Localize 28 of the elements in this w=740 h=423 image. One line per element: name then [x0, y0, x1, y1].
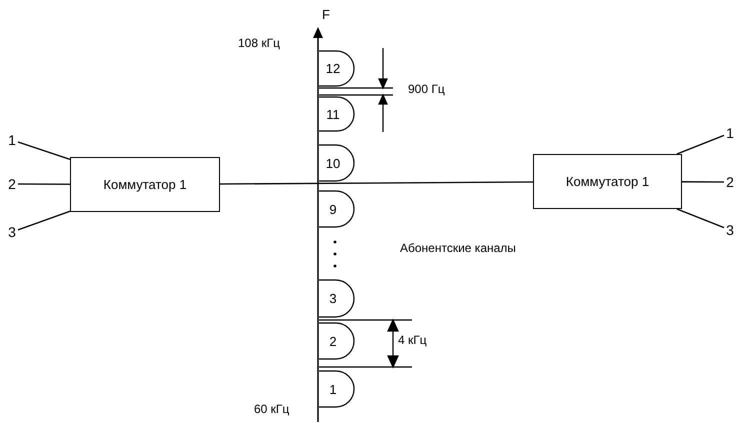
connector-line — [682, 181, 724, 183]
axis-label: 60 кГц — [254, 403, 290, 415]
connector-line — [220, 181, 533, 185]
axis-label: 900 Гц — [408, 83, 445, 95]
axis-label: 108 кГц — [238, 37, 280, 49]
line-number: 3 — [6, 223, 18, 241]
line-number: 2 — [6, 175, 18, 193]
axis-label: F — [322, 8, 330, 21]
switch-box: Коммутатор 1 — [70, 157, 220, 212]
axis-label: 4 кГц — [398, 334, 427, 346]
channel-lobe: 1 — [319, 370, 355, 408]
channel-lobe: 2 — [319, 322, 355, 360]
line-number: 1 — [724, 124, 736, 142]
line-number: 2 — [724, 173, 736, 191]
line-number: 1 — [6, 131, 18, 149]
connector-line — [18, 183, 70, 185]
connector-line — [18, 210, 70, 230]
channel-lobe: 9 — [319, 190, 355, 228]
line-number: 3 — [724, 221, 736, 239]
channel-lobe: 11 — [319, 96, 355, 132]
channel-lobe: 3 — [319, 279, 355, 318]
connector-line — [676, 208, 724, 228]
channel-lobe: 12 — [319, 50, 355, 87]
connector-line — [676, 134, 724, 155]
connector-line — [18, 141, 70, 160]
channel-lobe: 10 — [319, 144, 355, 182]
switch-box: Коммутатор 1 — [533, 154, 682, 209]
axis-label: Абонентские каналы — [400, 242, 516, 254]
